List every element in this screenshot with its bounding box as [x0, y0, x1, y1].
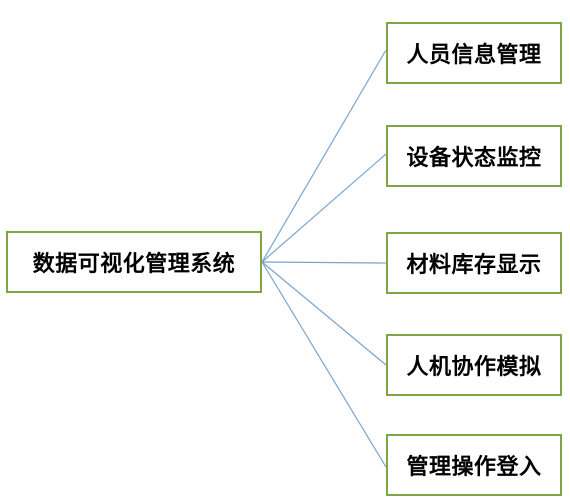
connector-line-4: [261, 261, 387, 468]
connector-line-3: [261, 261, 387, 366]
child-node-material-inventory: 材料库存显示: [386, 232, 562, 294]
child-node-label: 人机协作模拟: [406, 354, 542, 380]
child-node-human-robot-sim: 人机协作模拟: [386, 334, 562, 396]
root-node-label: 数据可视化管理系统: [32, 251, 236, 277]
connector-line-0: [261, 49, 387, 263]
child-node-management-login: 管理操作登入: [386, 434, 562, 496]
child-node-equipment-status: 设备状态监控: [386, 125, 562, 187]
child-node-personnel-info: 人员信息管理: [386, 22, 562, 84]
child-node-label: 管理操作登入: [406, 454, 542, 480]
child-node-label: 人员信息管理: [406, 42, 542, 68]
connector-line-1: [261, 153, 387, 263]
child-node-label: 材料库存显示: [406, 252, 542, 278]
child-node-label: 设备状态监控: [406, 145, 542, 171]
root-node: 数据可视化管理系统: [6, 231, 262, 293]
connector-line-2: [261, 261, 387, 264]
